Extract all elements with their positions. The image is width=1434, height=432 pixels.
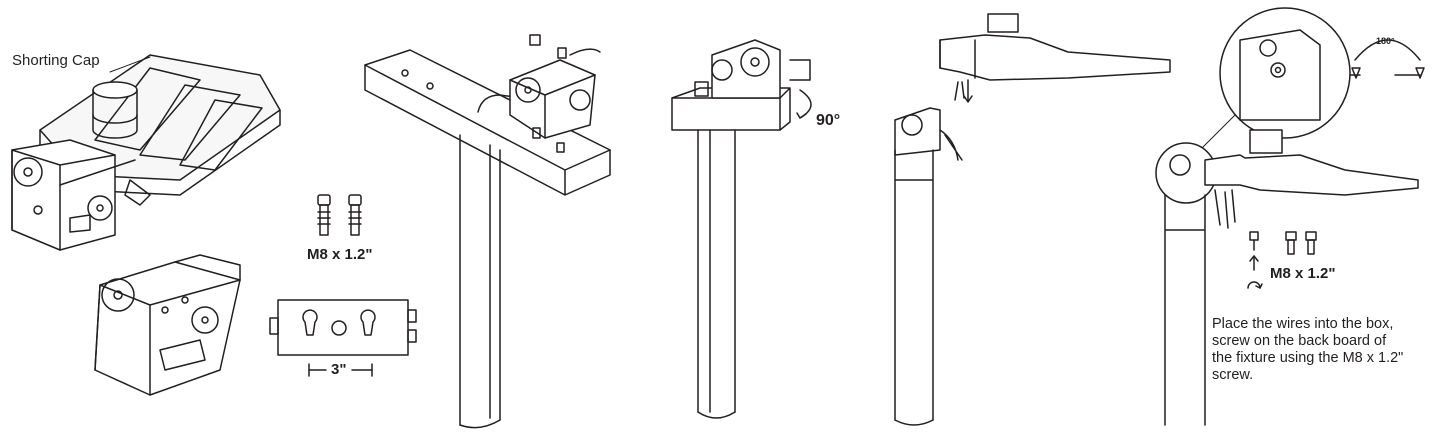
pole-attach-fixture-illustration xyxy=(894,13,1171,426)
mounting-bracket-illustration xyxy=(94,254,241,396)
back-plate-illustration xyxy=(269,299,417,377)
bracket-width-label: 3" xyxy=(331,361,347,378)
final-assembly-illustration xyxy=(1155,7,1425,426)
installation-instructions: Place the wires into the box, screw on t… xyxy=(1212,316,1434,384)
instruction-line: screw on the back board of xyxy=(1212,333,1387,349)
m8-screws-illustration xyxy=(317,194,362,236)
shorting-cap-label: Shorting Cap xyxy=(12,52,100,69)
pole-rotate-bracket-illustration xyxy=(671,39,812,419)
instruction-line: the fixture using the M8 x 1.2" xyxy=(1212,350,1404,366)
rotation-angle-label: 90° xyxy=(816,112,841,129)
screw-size-label: M8 x 1.2" xyxy=(307,246,373,263)
pole-crossarm-illustration xyxy=(364,34,611,429)
fixture-with-bracket-illustration xyxy=(11,54,281,251)
instruction-line: Place the wires into the box, xyxy=(1212,316,1394,332)
screw-size-label-2: M8 x 1.2" xyxy=(1270,265,1336,282)
instruction-line: screw. xyxy=(1212,367,1254,383)
tilt-angle-label: 180° xyxy=(1376,36,1395,46)
